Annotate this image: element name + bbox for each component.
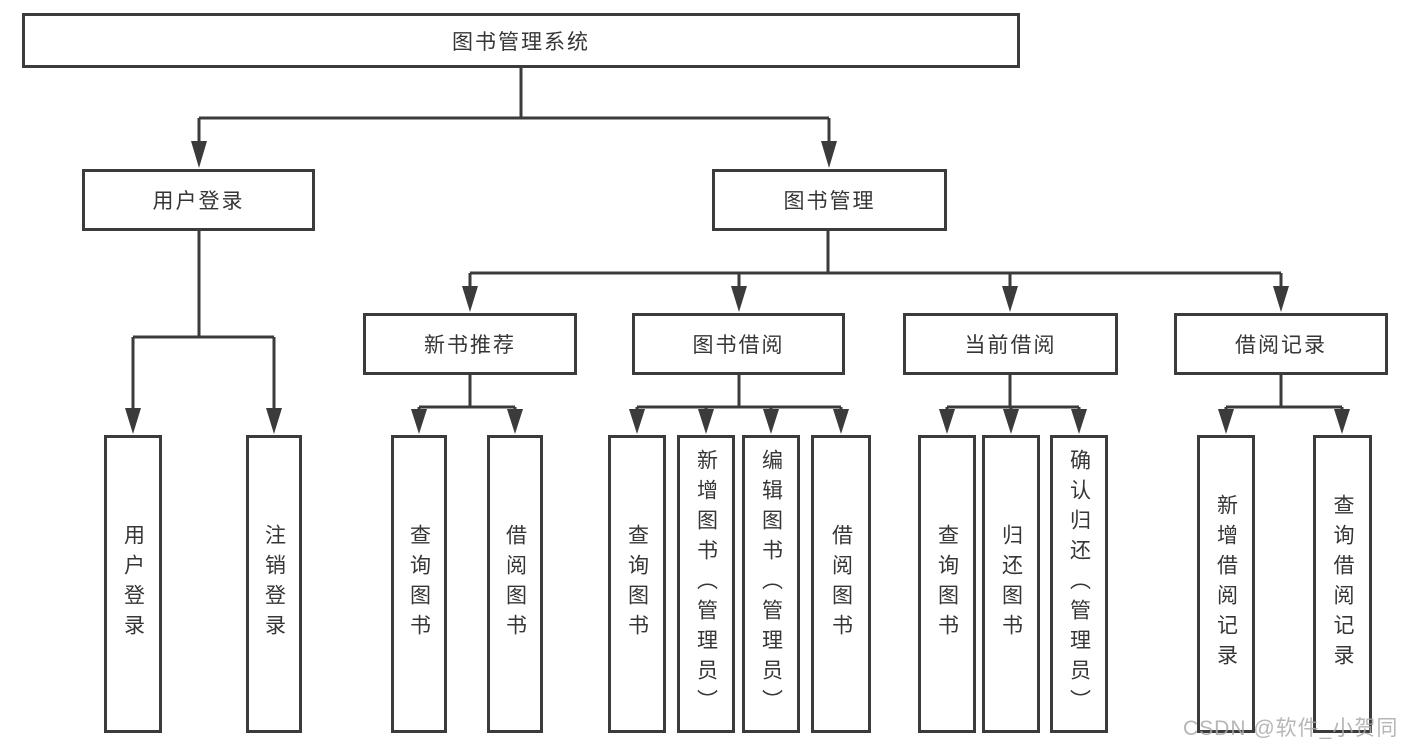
node-book-borrowing-label: 图书借阅 <box>692 334 785 357</box>
node-new-book-recommend-label: 新书推荐 <box>424 334 516 357</box>
leaf-add-books-admin: 新增图书（管理员） <box>677 435 735 733</box>
leaf-edit-books-admin: 编辑图书（管理员） <box>742 435 800 733</box>
leaf-borrow-books-1-label: 借阅图书 <box>503 524 527 644</box>
node-book-management: 图书管理 <box>712 169 947 231</box>
csdn-watermark: CSDN @软件_小贺同学 <box>1183 717 1399 740</box>
leaf-query-books-1: 查询图书 <box>391 435 447 733</box>
leaf-query-books-1-label: 查询图书 <box>407 524 431 644</box>
node-book-management-label: 图书管理 <box>783 190 876 213</box>
node-borrowing-records-label: 借阅记录 <box>1235 334 1327 357</box>
leaf-edit-books-admin-label: 编辑图书（管理员） <box>759 449 783 719</box>
leaf-add-borrow-record-label: 新增借阅记录 <box>1214 494 1238 674</box>
leaf-confirm-return-admin-label: 确认归还（管理员） <box>1067 449 1091 719</box>
leaf-logout-label: 注销登录 <box>262 524 286 644</box>
leaf-query-borrow-record: 查询借阅记录 <box>1313 435 1372 733</box>
node-root: 图书管理系统 <box>22 13 1020 68</box>
node-new-book-recommend: 新书推荐 <box>363 313 577 375</box>
leaf-query-books-3: 查询图书 <box>918 435 976 733</box>
leaf-query-books-3-label: 查询图书 <box>935 524 959 644</box>
node-current-borrowing: 当前借阅 <box>903 313 1118 375</box>
leaf-add-books-admin-label: 新增图书（管理员） <box>694 449 718 719</box>
leaf-user-login-label: 用户登录 <box>121 524 145 644</box>
leaf-query-books-2: 查询图书 <box>608 435 666 733</box>
node-borrowing-records: 借阅记录 <box>1174 313 1388 375</box>
leaf-query-books-2-label: 查询图书 <box>625 524 649 644</box>
node-user-login-label: 用户登录 <box>152 190 245 213</box>
leaf-borrow-books-2: 借阅图书 <box>811 435 871 733</box>
leaf-query-borrow-record-label: 查询借阅记录 <box>1331 494 1354 674</box>
leaf-return-books: 归还图书 <box>982 435 1040 733</box>
leaf-borrow-books-1: 借阅图书 <box>487 435 543 733</box>
leaf-logout: 注销登录 <box>246 435 302 733</box>
node-root-label: 图书管理系统 <box>452 30 590 54</box>
leaf-borrow-books-2-label: 借阅图书 <box>829 524 853 644</box>
leaf-user-login: 用户登录 <box>104 435 162 733</box>
node-book-borrowing: 图书借阅 <box>632 313 845 375</box>
node-user-login: 用户登录 <box>82 169 315 231</box>
node-current-borrowing-label: 当前借阅 <box>964 334 1057 357</box>
leaf-confirm-return-admin: 确认归还（管理员） <box>1050 435 1108 733</box>
leaf-add-borrow-record: 新增借阅记录 <box>1197 435 1255 733</box>
leaf-return-books-label: 归还图书 <box>999 524 1023 644</box>
